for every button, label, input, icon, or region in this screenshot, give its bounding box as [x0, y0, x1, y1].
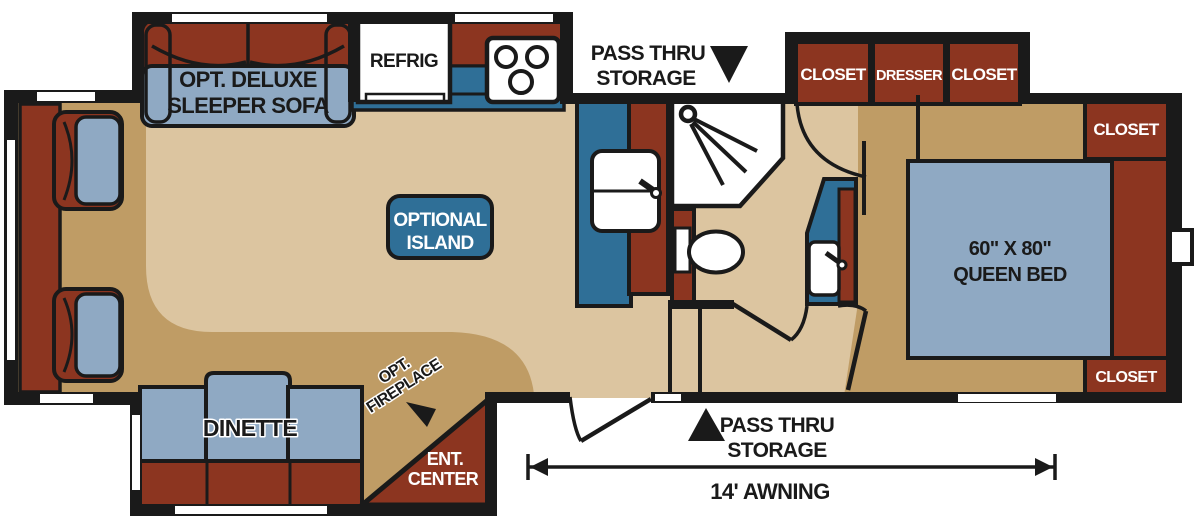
kitchen-faucet-icon	[638, 178, 655, 193]
dinette-base	[138, 459, 364, 508]
closet-left-label: CLOSET	[800, 65, 867, 84]
window-kitchen	[455, 14, 553, 22]
doors	[568, 103, 869, 443]
wall-kitchen-left	[132, 12, 144, 103]
shower-head-icon	[678, 104, 698, 124]
bedroom-door-arc	[837, 303, 868, 313]
pass-thru-top-label-1: PASS THRU	[591, 42, 705, 65]
sofa-label-1: OPT. DELUXE	[179, 67, 317, 92]
wall-bath-bottom	[668, 300, 734, 309]
hall-door-arc	[795, 103, 867, 179]
pass-thru-top: PASS THRU STORAGE	[591, 42, 748, 90]
closet-lower	[1083, 356, 1170, 396]
entry-door-panel	[579, 397, 653, 443]
sofa-label-2: SLEEPER SOFA	[167, 93, 329, 118]
pass-thru-bottom-label-1: PASS THRU	[720, 414, 834, 437]
window-entry-side	[655, 394, 681, 401]
bedroom-vanity	[805, 177, 858, 306]
wall-dinette-right	[485, 392, 497, 516]
bed-label-1: 60" X 80"	[969, 238, 1052, 260]
wall-bottom-b	[651, 392, 1182, 403]
chair-2	[52, 287, 124, 383]
sleeper-sofa: OPT. DELUXE SLEEPER SOFA	[140, 18, 356, 128]
bedroom-door-panel	[845, 310, 869, 391]
floor-carpet-band	[146, 266, 534, 394]
pass-thru-top-arrow-icon	[710, 46, 748, 83]
wall-stub-bed	[916, 95, 920, 162]
window-bedroom	[958, 394, 1056, 402]
dinette-label: DINETTE	[203, 415, 297, 441]
vanity-sink-icon	[807, 240, 841, 297]
dinette-bench-left	[138, 385, 209, 465]
window-dinette-left	[132, 415, 140, 490]
pass-thru-bottom: PASS THRU STORAGE	[688, 408, 835, 462]
awning-dimension: 14' AWNING	[526, 454, 1057, 504]
wall-chase-left	[668, 306, 672, 394]
kitchen-peninsula	[575, 95, 670, 308]
window-front-bottom	[40, 394, 93, 403]
entry-door-arc	[568, 396, 583, 442]
bed-label-2: QUEEN BED	[953, 264, 1067, 286]
refrigerator-base	[364, 92, 446, 103]
pass-thru-bottom-label-2: STORAGE	[727, 439, 827, 462]
awning-arrow-right-icon	[1035, 458, 1053, 476]
dinette: DINETTE	[138, 371, 364, 508]
window-front-top	[37, 92, 95, 101]
wall-mid-top	[560, 93, 796, 104]
counter-blue	[448, 64, 491, 96]
window-sofa-slideout	[172, 14, 327, 22]
vanity-faucet-icon	[824, 250, 842, 266]
stove-icon	[484, 35, 562, 105]
dinette-bench-right	[286, 385, 364, 465]
island-label-1: OPTIONAL	[393, 210, 487, 231]
ent-center-label-1: ENT.	[427, 449, 464, 469]
dinette-table	[204, 371, 292, 465]
wall-closet-slideout-right	[1019, 32, 1030, 104]
wall-sofa-divider	[348, 14, 360, 102]
queen-bed	[906, 159, 1114, 360]
kitchen: REFRIG OPTIONAL ISLAND	[350, 16, 670, 308]
front-section	[18, 102, 124, 394]
closet-lower-label: CLOSET	[1095, 369, 1157, 386]
bath-door-arc	[789, 305, 809, 342]
refrig-label: REFRIG	[370, 51, 438, 72]
optional-island-badge: OPTIONAL ISLAND	[386, 194, 494, 260]
floor-bedroom-step	[844, 303, 858, 396]
awning-arrow-left-icon	[530, 458, 548, 476]
ent-center-label-2: CENTER	[408, 469, 479, 489]
pass-thru-bottom-arrow-icon	[688, 408, 725, 441]
wall-kitchen-right	[560, 12, 573, 97]
dresser-label: DRESSER	[876, 68, 943, 84]
window-dinette-bottom	[175, 506, 327, 514]
chair-1	[52, 110, 124, 211]
windows	[7, 14, 1194, 514]
wall-closet-slideout-top	[785, 32, 1030, 43]
wall-bottom-a	[497, 392, 570, 403]
pass-thru-top-label-2: STORAGE	[596, 67, 696, 90]
window-front-left	[7, 140, 15, 360]
bedroom: CLOSET CLOSET 60" X 80" QUEEN BED	[862, 95, 1170, 396]
wall-top-right	[1019, 93, 1182, 104]
closet-upper-label: CLOSET	[1093, 120, 1160, 139]
closet-right-label: CLOSET	[951, 65, 1018, 84]
right-wall-notch	[1168, 228, 1194, 266]
bathroom	[669, 97, 858, 306]
wall-chase-right	[698, 306, 702, 394]
island-label-2: ISLAND	[406, 233, 473, 254]
closet-dresser-slideout: CLOSET DRESSER CLOSET	[794, 40, 1022, 106]
bath-door-panel	[731, 302, 793, 342]
wall-closet-slideout-left	[785, 32, 796, 104]
wardrobe	[1110, 157, 1170, 360]
awning-label: 14' AWNING	[710, 479, 829, 504]
fireplace-arrow-icon	[406, 402, 436, 427]
